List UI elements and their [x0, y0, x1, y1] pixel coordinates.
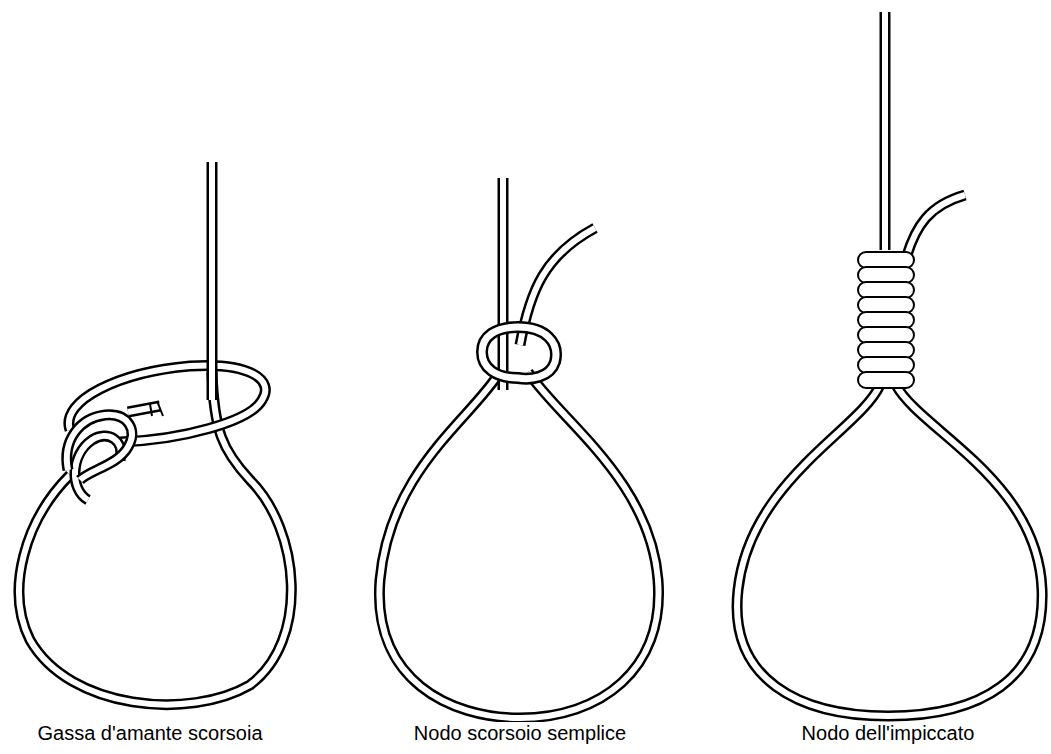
- knot-label: Gassa d'amante scorsoia: [34, 722, 265, 745]
- coil-turn: [858, 372, 914, 388]
- knot-label: Nodo dell'impiccato: [799, 722, 978, 745]
- coil-turn: [858, 252, 914, 268]
- coil-turn: [858, 282, 914, 298]
- coil-turn: [858, 267, 914, 283]
- coil-turn: [858, 297, 914, 313]
- coil-turn: [858, 357, 914, 373]
- coil-turn: [858, 312, 914, 328]
- coil-turn: [858, 327, 914, 343]
- simple-slip-knot: [379, 178, 658, 718]
- hangman-knot: [737, 12, 1042, 716]
- slip-bowline: [19, 162, 291, 705]
- coil-turn: [858, 342, 914, 358]
- knot-label: Nodo scorsoio semplice: [411, 722, 629, 745]
